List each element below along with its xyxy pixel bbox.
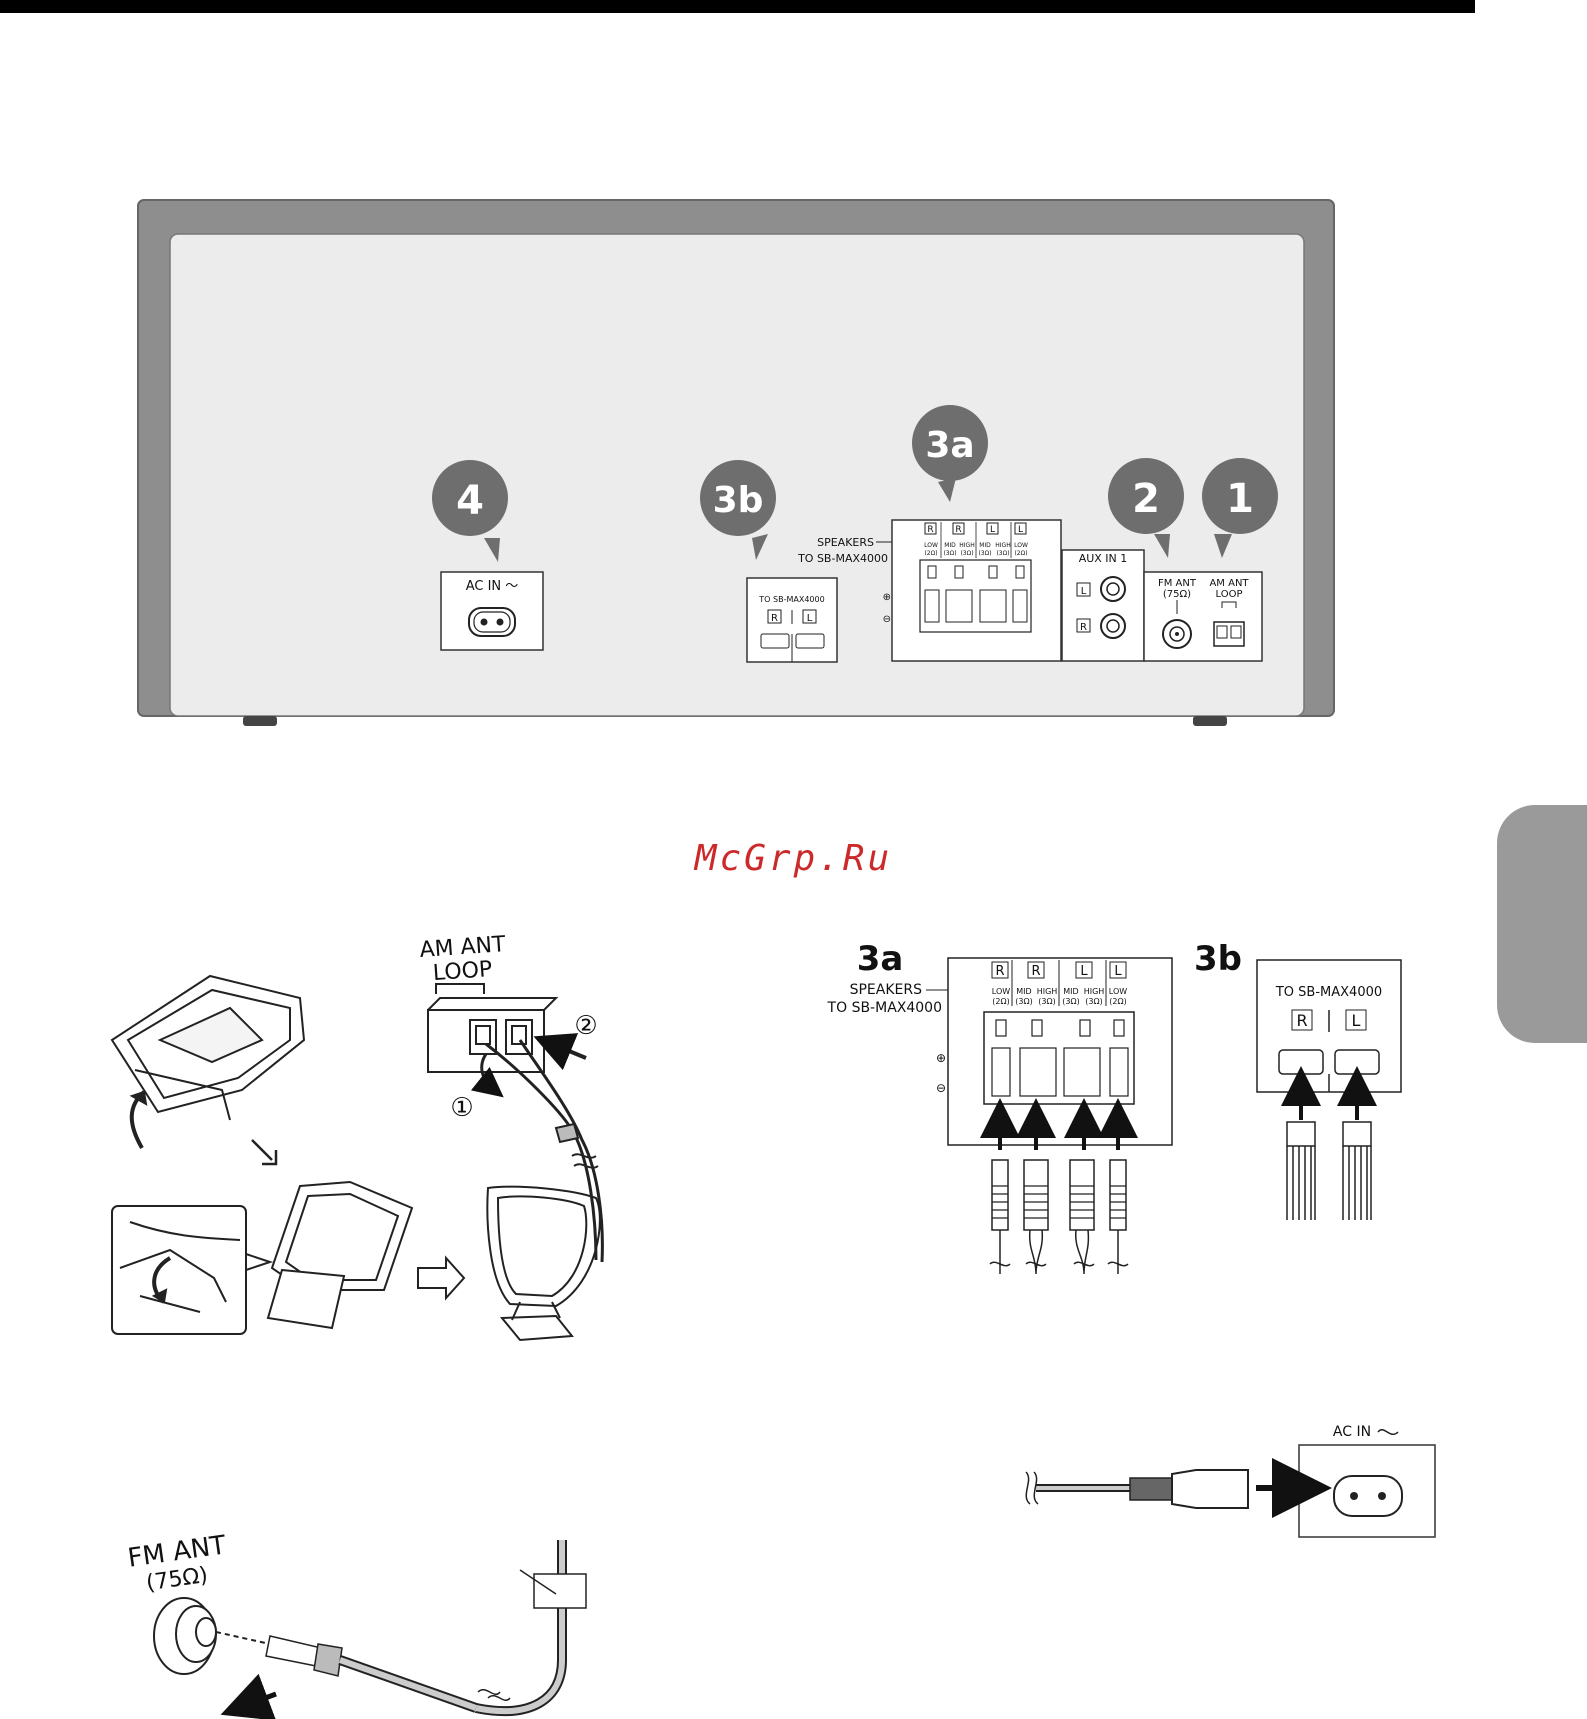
svg-text:TO SB-MAX4000: TO SB-MAX4000 (827, 1000, 942, 1016)
speakers-to-label: TO SB-MAX4000 (797, 552, 888, 565)
am-antenna-labels: AM ANT LOOP ① ② (419, 932, 598, 1123)
svg-text:LOW: LOW (1109, 987, 1127, 996)
svg-text:⊕: ⊕ (936, 1051, 946, 1065)
svg-text:3b: 3b (713, 480, 764, 521)
ac-in-detail-label: AC IN (1333, 1424, 1371, 1440)
step-2-marker: ② (574, 1011, 597, 1041)
rear-impedance-labels: LOW(2Ω) MID(3Ω) HIGH(3Ω) MID(3Ω) HIGH(3Ω… (924, 542, 1028, 557)
svg-text:R: R (1031, 964, 1040, 979)
svg-text:(3Ω): (3Ω) (1015, 997, 1032, 1006)
am-ant-title: AM ANT (419, 932, 507, 963)
svg-text:⊕: ⊕ (883, 592, 891, 603)
loop-title: LOOP (432, 957, 493, 986)
loop-label: LOOP (1216, 589, 1243, 600)
svg-text:L: L (990, 525, 995, 535)
svg-text:LOW: LOW (924, 542, 938, 549)
callout-4: 4 (432, 460, 508, 562)
svg-text:MID: MID (944, 542, 956, 549)
svg-text:MID: MID (1063, 987, 1078, 996)
svg-text:(3Ω): (3Ω) (1085, 997, 1102, 1006)
tag-3a: 3a (857, 939, 904, 979)
svg-text:(3Ω): (3Ω) (1062, 997, 1079, 1006)
svg-text:MID: MID (1016, 987, 1031, 996)
svg-text:R: R (955, 525, 961, 535)
ch-l-label: L (807, 613, 813, 624)
ac-inlet-detail: AC IN (1025, 1424, 1436, 1538)
svg-text:L: L (1081, 586, 1087, 597)
sb-max-connector-box: TO SB-MAX4000 R L (746, 577, 838, 663)
fm-ant-label: FM ANT (1158, 578, 1197, 589)
svg-text:(3Ω): (3Ω) (996, 550, 1009, 557)
top-rule (0, 0, 1475, 13)
foot-left (243, 716, 277, 726)
svg-text:1: 1 (1226, 476, 1254, 522)
svg-text:L: L (1080, 964, 1088, 979)
am-antenna-assembly (110, 974, 604, 1342)
svg-text:L: L (1352, 1011, 1361, 1030)
svg-text:L: L (1114, 964, 1122, 979)
ac-in-label: AC IN ～ (466, 579, 519, 594)
svg-text:R: R (1080, 622, 1087, 633)
foot-right (1193, 716, 1227, 726)
sb-max-detail-3b: 3b TO SB-MAX4000 R L (1194, 939, 1402, 1220)
svg-text:HIGH: HIGH (959, 542, 974, 549)
aux-in-label: AUX IN 1 (1079, 552, 1128, 565)
svg-text:⊖: ⊖ (883, 614, 891, 625)
svg-text:3a: 3a (925, 425, 974, 466)
speaker-detail-3a: 3a SPEAKERS TO SB-MAX4000 ⊕ ⊖ R R L L LO… (827, 939, 1173, 1275)
svg-text:LOW: LOW (992, 987, 1010, 996)
to-sb-max-label: TO SB-MAX4000 (758, 595, 824, 604)
antenna-terminal-box: FM ANT (75Ω) AM ANT LOOP (1143, 571, 1263, 662)
svg-text:4: 4 (456, 478, 484, 524)
tag-3b: 3b (1194, 939, 1242, 979)
svg-text:L: L (1018, 525, 1023, 535)
svg-text:R: R (995, 964, 1004, 979)
svg-text:HIGH: HIGH (1037, 987, 1058, 996)
svg-text:(2Ω): (2Ω) (992, 997, 1009, 1006)
fm-antenna-detail: FM ANT (75Ω) (126, 1530, 587, 1719)
speaker-terminal-box: SPEAKERS TO SB-MAX4000 ⊕ ⊖ R R L L LOW(2… (797, 519, 1062, 662)
svg-text:HIGH: HIGH (995, 542, 1010, 549)
callout-1: 1 (1202, 458, 1278, 558)
svg-text:SPEAKERS: SPEAKERS (850, 982, 923, 998)
svg-text:HIGH: HIGH (1084, 987, 1105, 996)
speakers-label: SPEAKERS (817, 536, 874, 549)
svg-text:(3Ω): (3Ω) (978, 550, 991, 557)
svg-text:LOW: LOW (1014, 542, 1028, 549)
watermark: McGrp.Ru (694, 838, 893, 879)
ac-in-socket-box: AC IN ～ (440, 571, 544, 651)
am-ant-label: AM ANT (1209, 578, 1249, 589)
callout-2: 2 (1108, 458, 1184, 558)
callout-3a: 3a (912, 405, 988, 502)
svg-text:⊖: ⊖ (936, 1081, 946, 1095)
svg-text:2: 2 (1132, 476, 1160, 522)
svg-text:(2Ω): (2Ω) (1014, 550, 1027, 557)
rear-panel: AC IN ～ TO SB-MAX4000 R L SPEAKERS TO SB… (137, 199, 1335, 726)
svg-text:(3Ω): (3Ω) (960, 550, 973, 557)
aux-in-box: AUX IN 1 L R (1061, 549, 1145, 662)
svg-text:(2Ω): (2Ω) (1109, 997, 1126, 1006)
ch-r-label: R (771, 613, 778, 624)
svg-text:MID: MID (979, 542, 991, 549)
svg-text:(2Ω): (2Ω) (924, 550, 937, 557)
svg-text:R: R (1296, 1011, 1307, 1030)
svg-text:(3Ω): (3Ω) (943, 550, 956, 557)
svg-text:(3Ω): (3Ω) (1038, 997, 1055, 1006)
section-tab (1497, 805, 1587, 1043)
fm-ohm-label: (75Ω) (1163, 589, 1191, 600)
rear-channel-labels: R R L L (924, 522, 1027, 535)
svg-text:R: R (927, 525, 933, 535)
svg-text:TO SB-MAX4000: TO SB-MAX4000 (1275, 985, 1382, 1000)
step-1-marker: ① (450, 1093, 473, 1123)
callout-3b: 3b (700, 460, 776, 560)
